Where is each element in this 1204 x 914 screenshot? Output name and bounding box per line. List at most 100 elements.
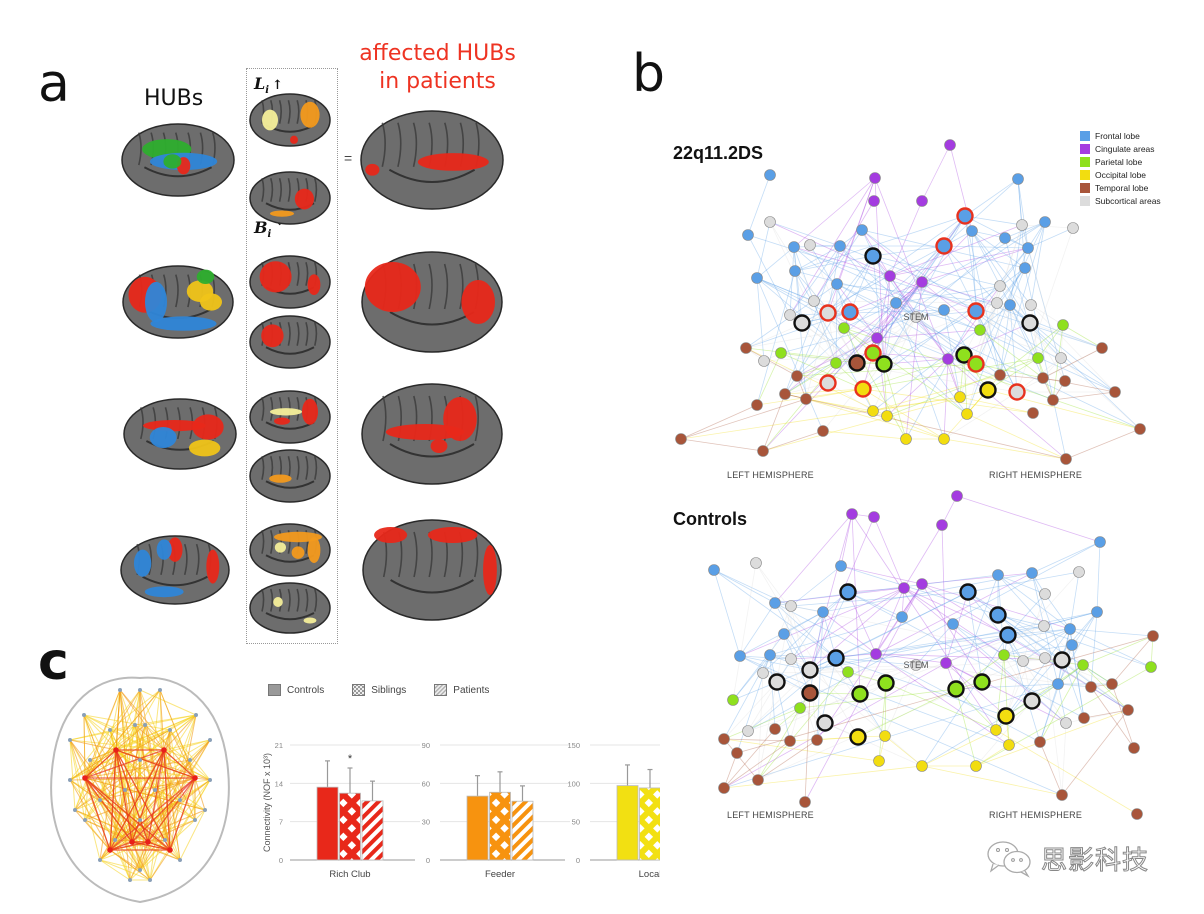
network-edge: [809, 664, 917, 694]
highlighted-region: [443, 397, 477, 441]
hub-edge: [163, 749, 171, 851]
brain-region-node: [890, 297, 902, 309]
highlighted-region: [262, 109, 278, 131]
network-edge: [1061, 709, 1129, 796]
network-edge: [774, 602, 1041, 743]
network-edge: [756, 277, 824, 432]
network-edge: [921, 247, 1029, 283]
panel-b-label: b: [632, 44, 666, 104]
y-tick-label: 30: [422, 818, 430, 827]
network-edge: [997, 574, 1046, 595]
network-edge: [943, 245, 998, 304]
y-tick-label: 90: [422, 741, 430, 750]
affected-brain-3: [361, 383, 503, 485]
brain-region-node: [910, 311, 922, 323]
region-node: [68, 738, 72, 742]
network-edge: [1017, 178, 1023, 226]
bar-controls: [466, 795, 489, 861]
region-node: [98, 798, 102, 802]
network-edge: [975, 221, 1046, 365]
network-edge: [805, 398, 945, 440]
region-node: [178, 858, 182, 862]
hub-edge: [147, 777, 196, 843]
highlighted-region: [461, 280, 496, 324]
brain-region-node: [854, 380, 872, 398]
network-edge: [805, 398, 874, 412]
region-node: [153, 788, 157, 792]
network-edge: [975, 247, 1029, 312]
network-edge: [1005, 664, 1084, 717]
rich-club-edge: [144, 714, 197, 726]
sulcus: [390, 579, 474, 594]
brain-region-node: [750, 557, 762, 569]
network-edge: [1007, 634, 1129, 711]
brain-region-node: [1060, 717, 1072, 729]
rich-club-edge: [194, 809, 206, 821]
network-edge: [774, 664, 917, 730]
sulcus: [296, 262, 300, 286]
sulcus: [305, 456, 309, 480]
brain-region-node: [1096, 342, 1108, 354]
brain-region-node: [718, 782, 730, 794]
y-tick-label: 0: [279, 856, 283, 865]
brain-region-node: [966, 225, 978, 237]
network-edge: [1069, 628, 1152, 668]
network-edge: [774, 513, 853, 604]
brain-region-node: [944, 139, 956, 151]
brain-region-node: [942, 353, 954, 365]
legend-item: Cingulate areas: [1080, 142, 1161, 155]
highlighted-region: [291, 546, 305, 559]
network-edge: [747, 669, 811, 732]
brain-region-node: [1034, 736, 1046, 748]
network-edge: [995, 654, 1005, 731]
rich-club-edge: [139, 789, 156, 821]
network-edge: [790, 605, 1046, 659]
highlighted-region: [269, 474, 292, 483]
stripes-swatch-icon: [434, 684, 448, 696]
network-edge: [903, 524, 943, 589]
rich-club-edge: [169, 729, 211, 781]
y-tick-label: 0: [426, 856, 430, 865]
network-edge: [889, 247, 1029, 277]
network-edge: [883, 302, 897, 365]
network-edge: [1057, 611, 1098, 685]
brain-region-node: [778, 628, 790, 640]
network-title-patients: 22q11.2DS: [673, 143, 764, 163]
network-edge: [813, 200, 875, 302]
network-edge: [1043, 625, 1084, 666]
network-edge: [886, 415, 945, 440]
hub-edge: [109, 841, 149, 851]
feeder-edge: [119, 689, 196, 779]
feeder-edge: [163, 714, 197, 751]
legend-item: Temporal lobe: [1080, 181, 1161, 194]
brain-region-node: [816, 714, 834, 732]
brain-region-node: [871, 332, 883, 344]
network-edge: [680, 398, 807, 440]
highlighted-region: [270, 408, 302, 416]
network-edge: [1061, 611, 1098, 661]
network-edge: [789, 309, 945, 316]
network-edge: [884, 664, 917, 737]
li-brain-3: [249, 390, 331, 444]
brain-region-node: [1122, 704, 1134, 716]
network-edge: [780, 352, 864, 390]
network-edge: [756, 277, 815, 302]
network-edge: [971, 230, 1026, 269]
network-edge: [999, 247, 1029, 287]
feeder-edge: [131, 689, 141, 843]
x-category-label: Feeder: [485, 869, 515, 880]
region-node: [138, 688, 142, 692]
region-node: [138, 758, 142, 762]
network-edge: [793, 245, 841, 248]
network-edge: [757, 672, 764, 781]
rich-club-edge: [69, 739, 76, 811]
network-edge: [739, 655, 811, 671]
network-edge: [827, 312, 858, 364]
brain-region-node: [1023, 692, 1041, 710]
network-edge: [809, 513, 853, 671]
rich-club-edge: [154, 739, 211, 791]
network-edge: [1003, 654, 1033, 702]
checker-swatch-icon: [352, 684, 366, 696]
highlighted-region: [150, 316, 217, 331]
sulcus: [428, 263, 433, 310]
